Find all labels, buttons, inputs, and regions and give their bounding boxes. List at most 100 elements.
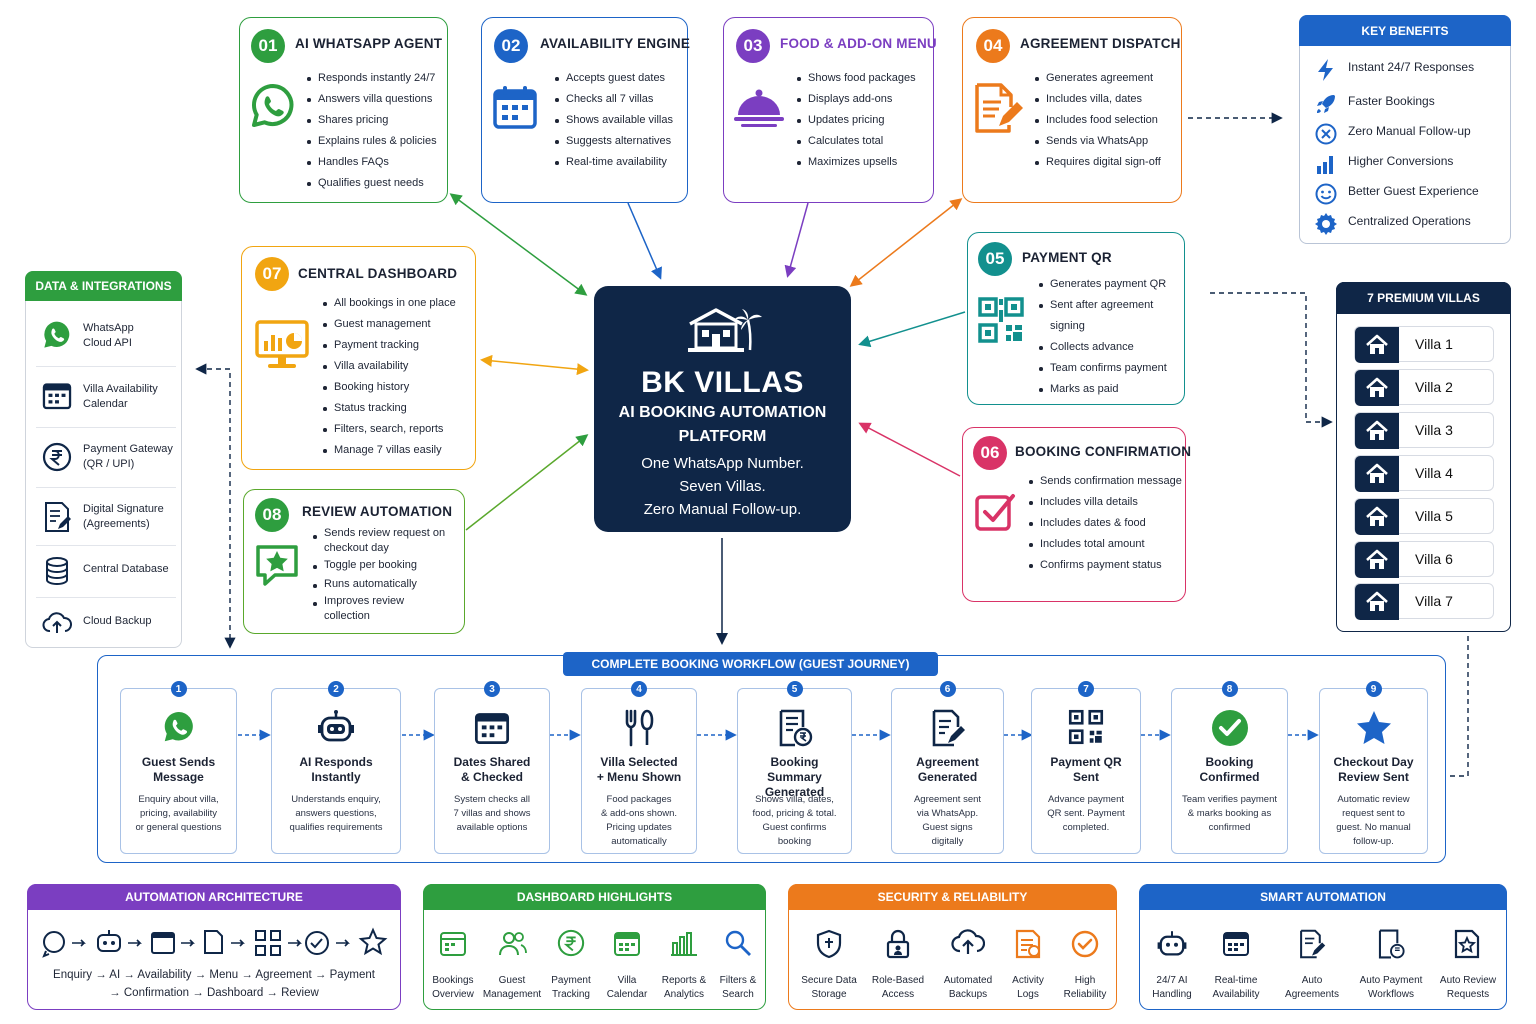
whatsapp-icon	[251, 83, 294, 127]
step-description-line: automatically	[611, 836, 667, 847]
calendar-icon	[614, 932, 640, 956]
card-number: 03	[736, 29, 770, 63]
lightning-icon	[1318, 59, 1333, 81]
card-number: 05	[978, 242, 1012, 276]
panel-header: DATA & INTEGRATIONS	[25, 271, 182, 301]
users-icon	[499, 932, 527, 956]
bar-chart-icon	[671, 932, 697, 956]
integration-label: Central Database	[83, 563, 169, 575]
list-item: Guest management	[323, 314, 456, 335]
calendar-icon	[1223, 932, 1249, 956]
list-item: Requires digital sign-off	[1035, 152, 1161, 173]
architecture-flow-line2: → Confirmation → Dashboard → Review	[109, 987, 319, 999]
rupee-icon	[557, 929, 585, 957]
list-item: Updates pricing	[797, 110, 916, 131]
item-label: Filters &Search	[719, 975, 757, 1000]
list-item: Collects advance	[1039, 337, 1167, 358]
integration-item: Central Database	[83, 562, 233, 577]
step-description-line: Understands enquiry,	[291, 794, 381, 805]
card-agreement-dispatch: 04 AGREEMENT DISPATCH Generates agreemen…	[962, 17, 1182, 203]
platform-tagline-3: Zero Manual Follow-up.	[643, 501, 802, 518]
villa-item[interactable]: Villa 5	[1354, 498, 1494, 535]
step-description-line: Advance payment	[1047, 794, 1125, 805]
step-description: Shows villa, dates,food, pricing & total…	[744, 793, 845, 849]
list-item: Villa availability	[323, 356, 456, 377]
villa-item[interactable]: Villa 6	[1354, 541, 1494, 578]
villa-label: Villa 2	[1415, 379, 1453, 395]
benefit-label: Instant 24/7 Responses	[1348, 60, 1475, 74]
benefit-label: Better Guest Experience	[1348, 184, 1479, 198]
list-item: Suggests alternatives	[555, 131, 673, 152]
benefit-item: Higher Conversions	[1314, 152, 1453, 179]
card-number: 08	[255, 498, 289, 532]
benefit-label: Faster Bookings	[1348, 94, 1435, 108]
villa-label: Villa 1	[1415, 336, 1453, 352]
benefit-item: Faster Bookings	[1314, 92, 1435, 119]
house-icon	[1355, 456, 1399, 492]
house-icon	[1355, 584, 1399, 620]
house-icon	[1355, 542, 1399, 578]
list-item: Displays add-ons	[797, 89, 916, 110]
calendar-icon	[493, 86, 537, 129]
list-item: Responds instantly 24/7	[307, 68, 437, 89]
step-description-line: qualifies requirements	[289, 822, 383, 833]
star-chat-icon	[256, 545, 298, 586]
card-title: CENTRAL DASHBOARD	[298, 266, 458, 281]
list-item: Checks all 7 villas	[555, 89, 673, 110]
step-number: 5	[786, 681, 803, 697]
villa-item[interactable]: Villa 3	[1354, 412, 1494, 449]
step-description: Food packages& add-ons shown.Pricing upd…	[588, 793, 690, 849]
whatsapp-icon	[164, 712, 193, 742]
robot-icon	[318, 710, 354, 742]
villa-item[interactable]: Villa 7	[1354, 583, 1494, 620]
villa-label: Villa 7	[1415, 593, 1453, 609]
house-icon	[1355, 370, 1399, 406]
list-item: Explains rules & policies	[307, 131, 437, 152]
step-description-line: answers questions,	[295, 808, 377, 819]
card-title: REVIEW AUTOMATION	[302, 504, 453, 519]
automation-architecture-section: AUTOMATION ARCHITECTURE Enquiry → AI → A…	[27, 884, 401, 1010]
step-description-line: 7 villas and shows	[453, 808, 531, 819]
workflow-title: COMPLETE BOOKING WORKFLOW (GUEST JOURNEY…	[563, 652, 938, 676]
villa-item[interactable]: Villa 4	[1354, 455, 1494, 492]
architecture-flow-line1: Enquiry → AI → Availability → Menu → Agr…	[53, 969, 375, 981]
card-bullet-list: Sends review request on checkout day Tog…	[313, 526, 445, 624]
list-item: Shows food packages	[797, 68, 916, 89]
step-description-line: request sent to	[1342, 808, 1405, 819]
card-title: BOOKING CONFIRMATION	[1015, 444, 1192, 459]
villa-item[interactable]: Villa 2	[1354, 369, 1494, 406]
card-number: 07	[255, 257, 289, 291]
rocket-icon	[1317, 95, 1335, 113]
villa-logo-icon	[688, 308, 762, 352]
step-description-line: Team verifies payment	[1181, 794, 1278, 805]
card-bullet-list: Responds instantly 24/7 Answers villa qu…	[307, 68, 437, 194]
x-circle-icon	[1315, 123, 1337, 145]
integration-sublabel: (QR / UPI)	[83, 458, 135, 470]
step-description-line: via WhatsApp.	[916, 808, 979, 819]
card-number: 04	[976, 29, 1010, 63]
villa-item[interactable]: Villa 1	[1354, 326, 1494, 363]
panel-header: KEY BENEFITS	[1299, 15, 1511, 46]
integration-label: Cloud Backup	[83, 615, 152, 627]
list-item: All bookings in one place	[323, 293, 456, 314]
whatsapp-icon	[44, 321, 70, 348]
